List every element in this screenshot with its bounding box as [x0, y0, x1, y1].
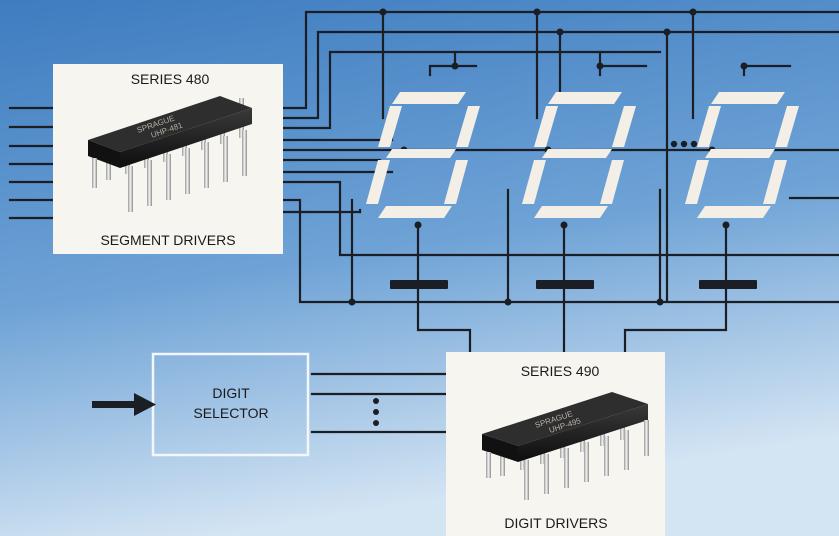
seven-segment-digit-3 [685, 92, 799, 218]
segment-input-lines [8, 106, 59, 220]
seven-segment-digit-1 [366, 92, 480, 218]
selector-output-lines [310, 372, 448, 434]
resistor-bar-1 [390, 280, 448, 289]
digit-selector-label-line2: SELECTOR [193, 405, 268, 421]
digit-driver-panel: SERIES 490 DIGIT DRIVERS SPRAGUE UHP-495 [446, 352, 665, 536]
segment-driver-panel: SERIES 480 SEGMENT DRIVERS SPRAGUE UHP-4… [53, 64, 283, 254]
segment-driver-title: SERIES 480 [131, 71, 210, 87]
digit-driver-chip: SPRAGUE UHP-495 [482, 392, 649, 500]
segment-driver-caption: SEGMENT DRIVERS [100, 232, 235, 248]
segment-driver-chip: SPRAGUE UHP-481 [88, 96, 252, 212]
seven-segment-digit-2 [522, 92, 636, 218]
digit-driver-title: SERIES 490 [521, 363, 600, 379]
input-arrow-icon [92, 393, 156, 416]
resistor-bar-3 [699, 280, 757, 289]
selector-ellipsis-dots [373, 398, 379, 426]
current-limiting-bars [390, 280, 757, 289]
digit-selector-block: DIGIT SELECTOR [151, 352, 310, 457]
digit-selector-label-line1: DIGIT [212, 385, 250, 401]
digit-ellipsis-dots [670, 140, 698, 148]
resistor-bar-2 [536, 280, 594, 289]
digit-driver-caption: DIGIT DRIVERS [504, 515, 607, 531]
